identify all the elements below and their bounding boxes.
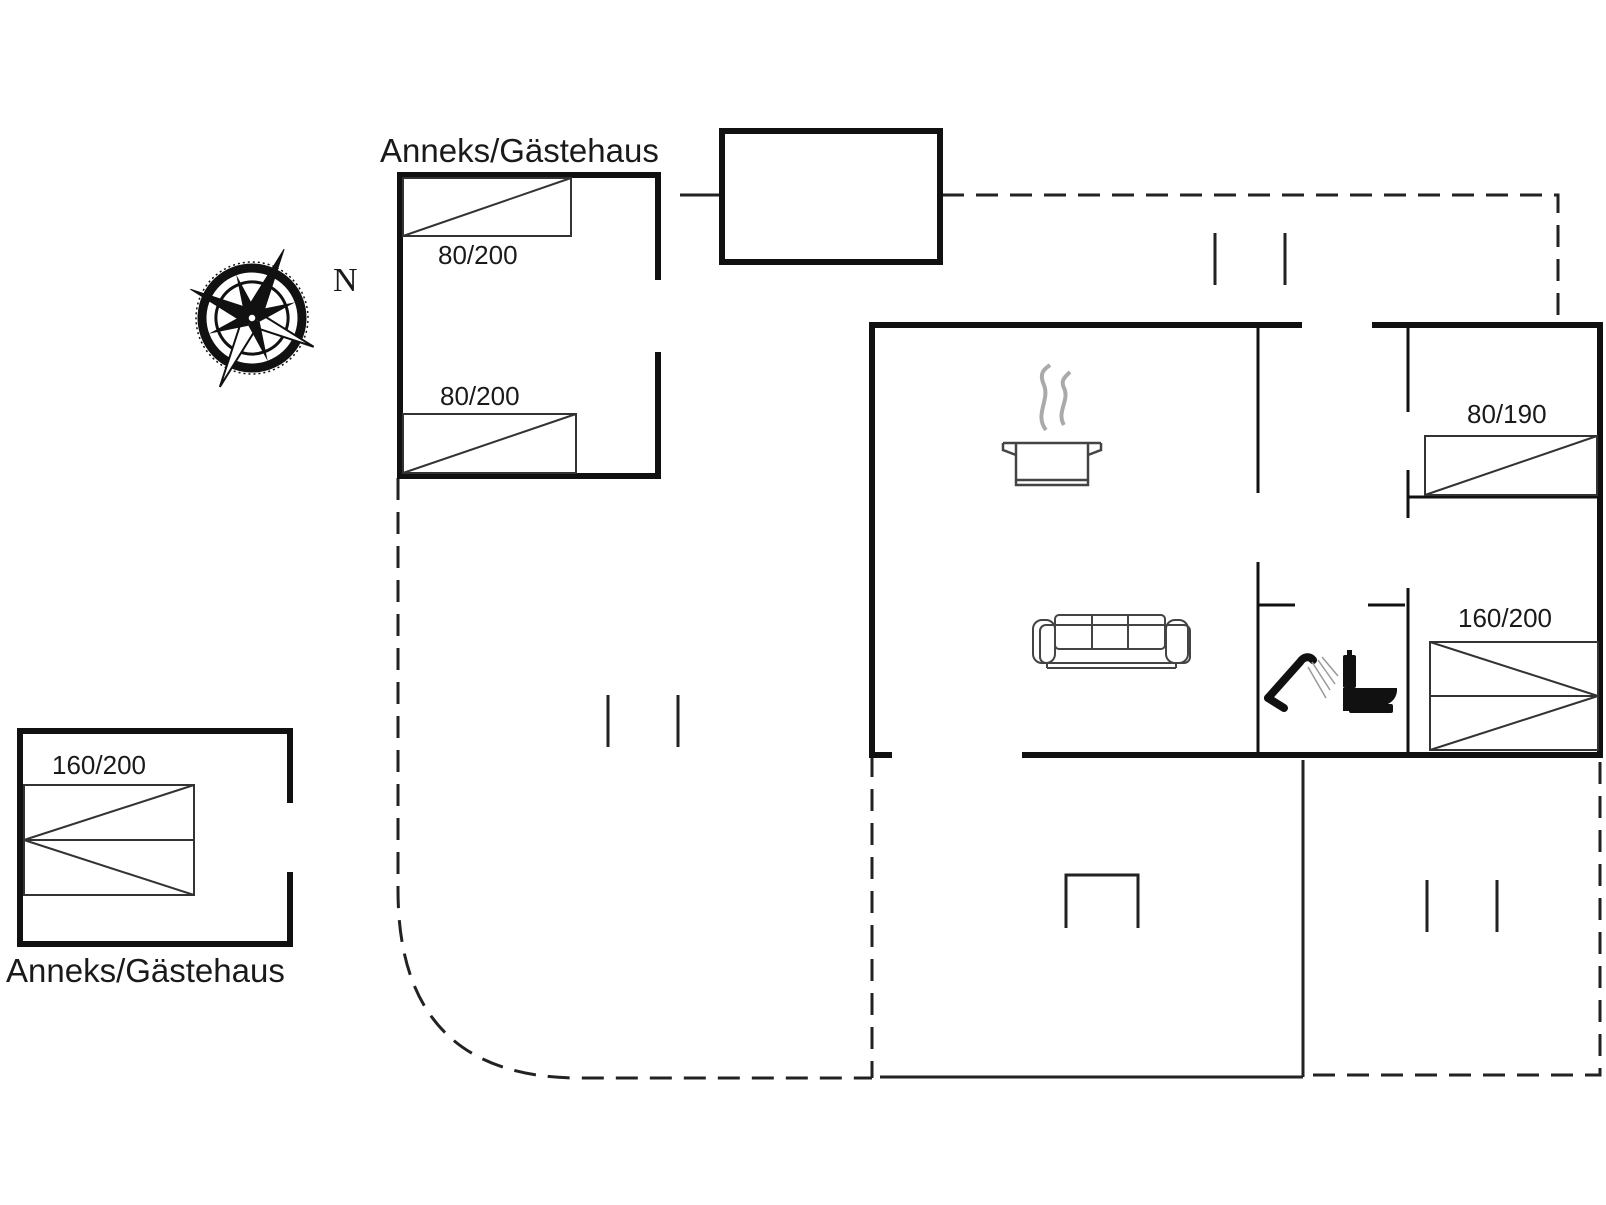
bed-label-lower: 80/200 (440, 381, 520, 411)
annex-left (17, 728, 293, 947)
sofa-icon (1032, 614, 1191, 669)
bed-label-160-200: 160/200 (1458, 603, 1552, 633)
compass-north-label: N (333, 262, 358, 299)
bed-label-80-190: 80/190 (1467, 399, 1547, 429)
compass-rose-icon (190, 248, 315, 388)
bed-label-upper: 80/200 (438, 240, 518, 270)
annex-top-title: Anneks/Gästehaus (380, 132, 659, 169)
storage-shed (719, 128, 943, 265)
terrace-outline (396, 193, 1602, 1080)
bed-single-main (1424, 435, 1598, 496)
terrace-solid-lines (880, 760, 1305, 1079)
main-house (869, 322, 1603, 758)
annex-left-bed-label: 160/200 (52, 750, 146, 780)
annex-top (397, 172, 661, 479)
bed-single-upper (402, 177, 572, 237)
shower-icon (1264, 653, 1339, 712)
bed-single-lower (402, 413, 577, 474)
toilet-icon (1343, 650, 1398, 713)
annex-left-title: Anneks/Gästehaus (6, 952, 285, 989)
cooking-pot-icon (1001, 363, 1103, 487)
tick-marks (606, 233, 1499, 932)
terrace-table (1064, 873, 1140, 928)
bed-double-main (1429, 641, 1599, 751)
bed-double-annex (23, 784, 195, 896)
